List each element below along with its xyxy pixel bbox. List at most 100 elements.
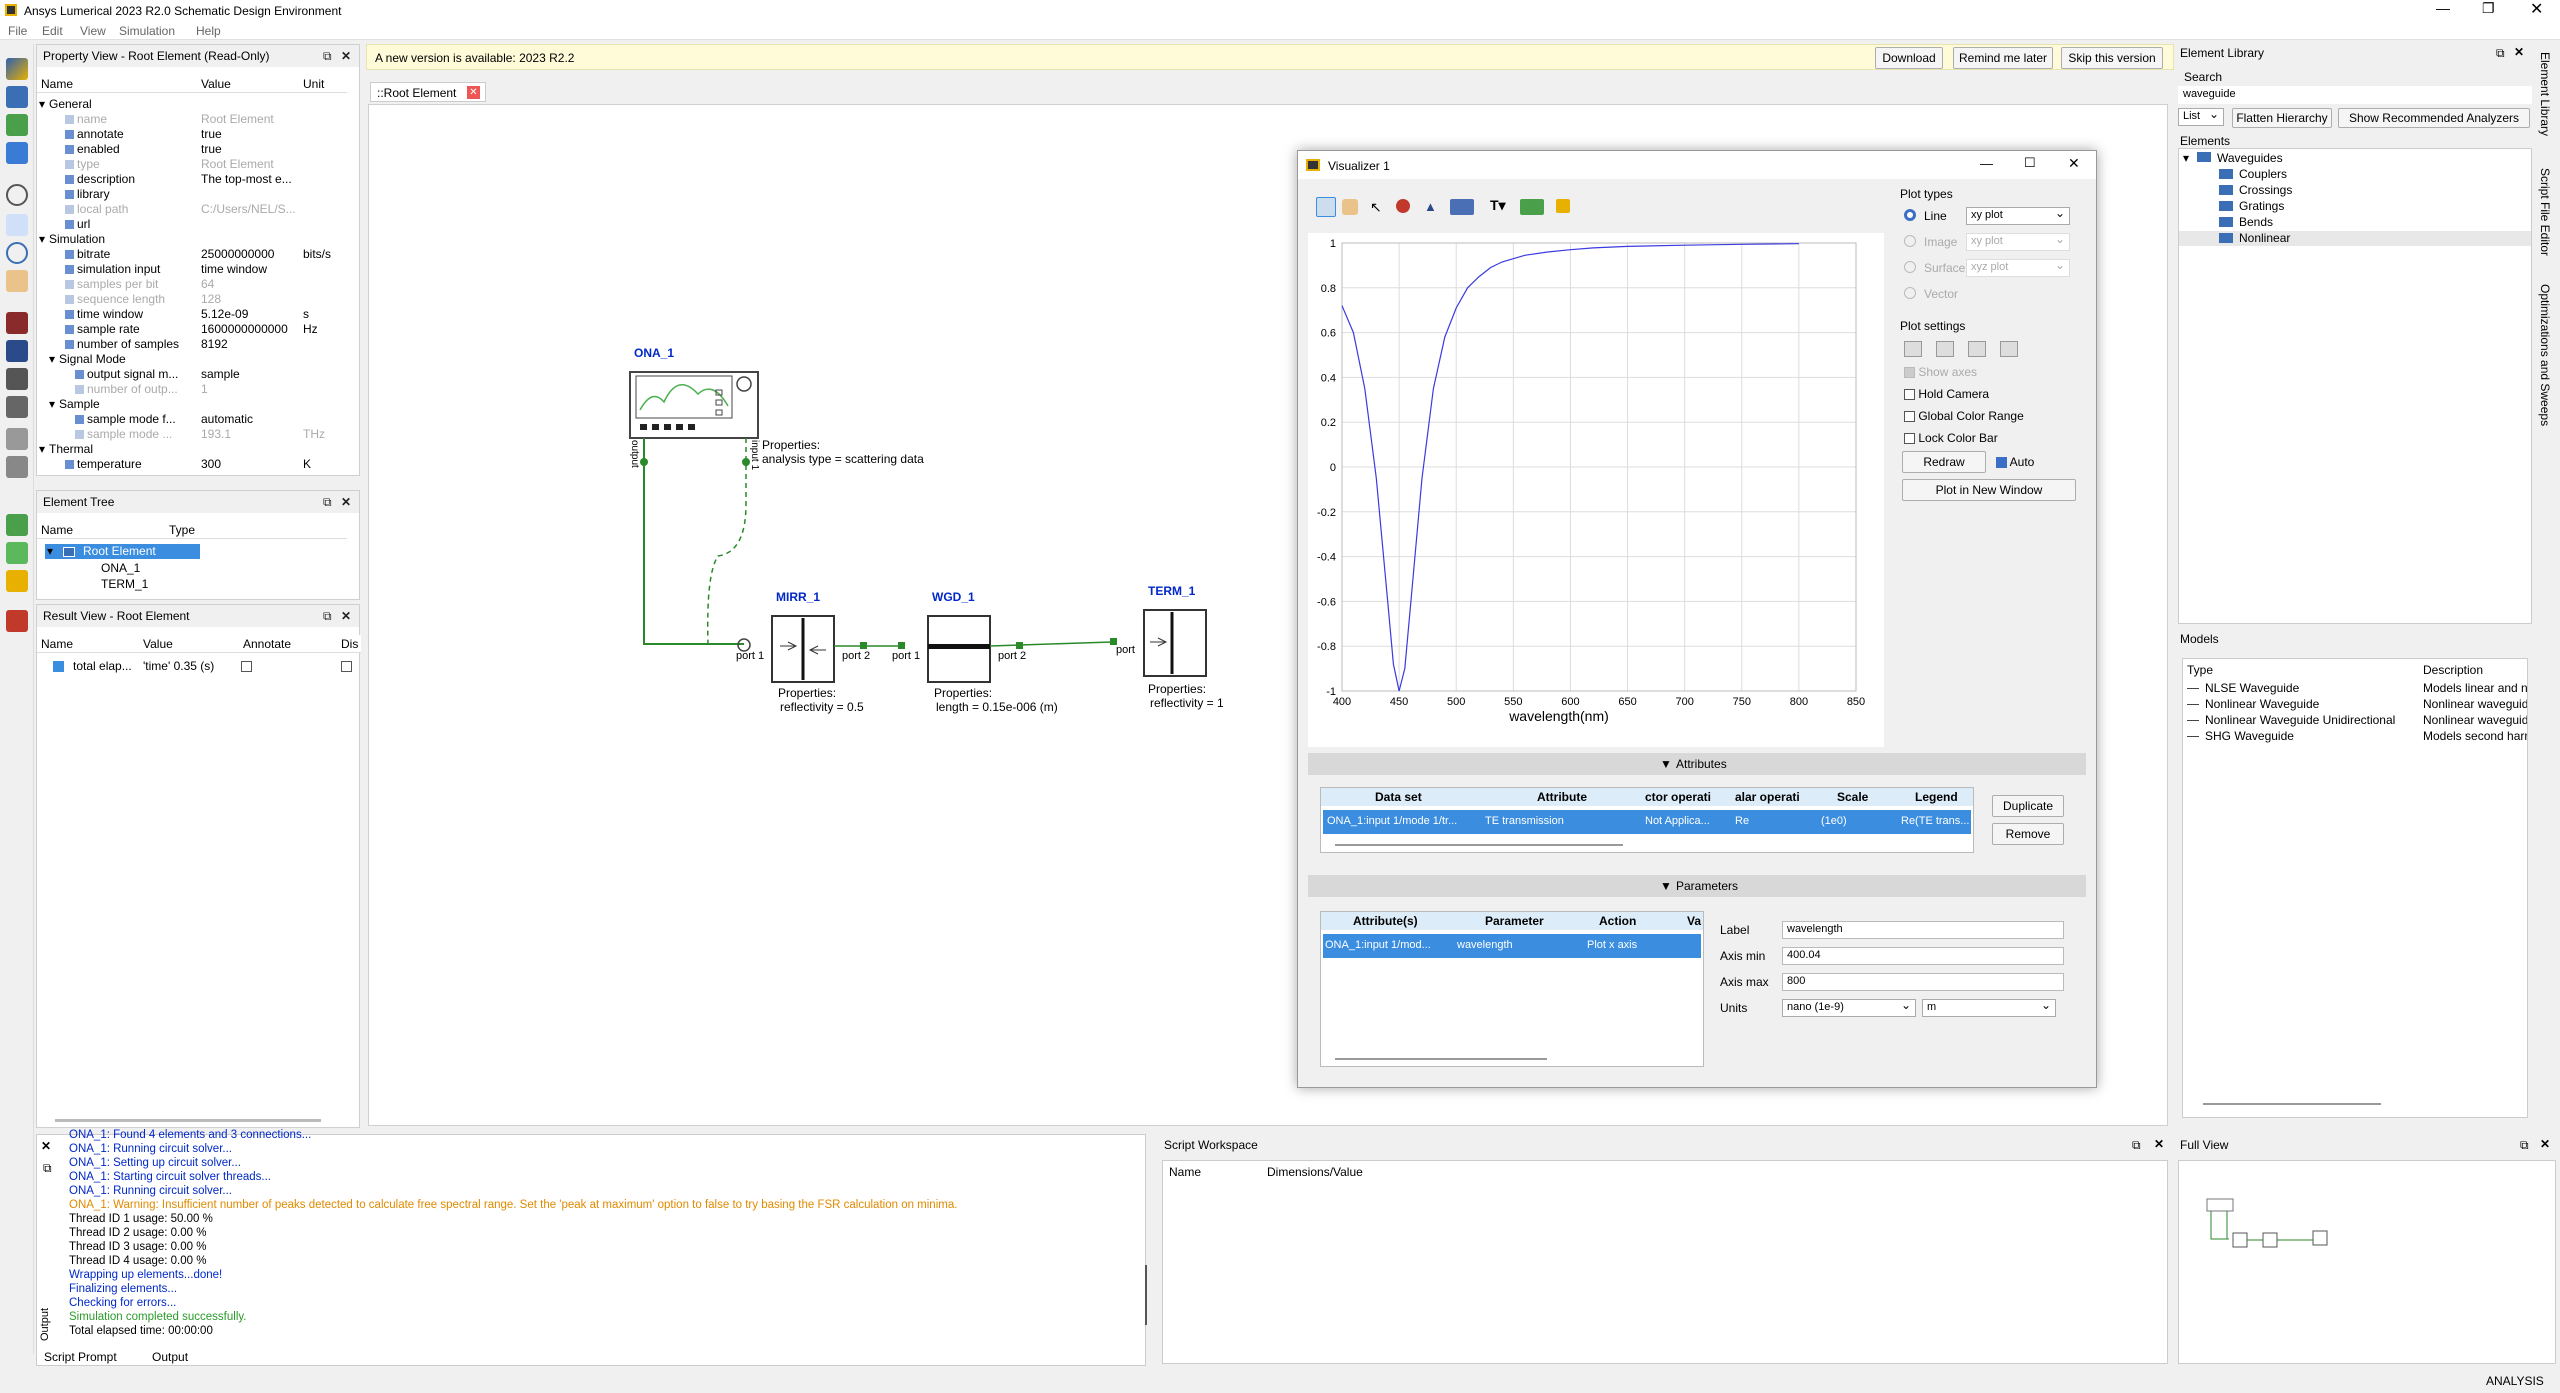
line-radio[interactable] <box>1904 209 1916 221</box>
pan-icon[interactable] <box>6 270 28 292</box>
remove-button[interactable]: Remove <box>1992 823 2064 845</box>
pencil-icon[interactable] <box>1556 199 1570 213</box>
series-icon[interactable] <box>1520 199 1544 215</box>
check-icon[interactable] <box>6 570 28 592</box>
float-icon[interactable]: ⧉ <box>323 49 332 63</box>
close-icon[interactable]: ✕ <box>2068 155 2080 171</box>
property-row[interactable]: number of outp...1 <box>37 382 347 397</box>
minimize-icon[interactable]: — <box>1980 156 1993 171</box>
maximize-icon[interactable]: ❐ <box>2482 0 2495 16</box>
tool-icon-5[interactable] <box>6 428 28 450</box>
float-icon[interactable]: ⧉ <box>2132 1138 2141 1152</box>
export-icon[interactable] <box>1450 199 1474 215</box>
tab-element-library[interactable]: Element Library <box>2538 52 2552 137</box>
parameters-bar[interactable]: ▼Parameters <box>1308 875 2086 897</box>
float-icon[interactable]: ⧉ <box>2496 46 2505 60</box>
parameters-row[interactable]: ONA_1:input 1/mod... wavelength Plot x a… <box>1323 934 1701 958</box>
debug-icon[interactable] <box>6 610 28 632</box>
tool-icon-1[interactable] <box>6 312 28 334</box>
view-mode-select[interactable]: List <box>2178 107 2224 126</box>
mirr-label[interactable]: MIRR_1 <box>776 590 821 604</box>
library-item[interactable]: Couplers <box>2179 167 2531 182</box>
show-recommended-button[interactable]: Show Recommended Analyzers <box>2338 108 2530 128</box>
output-scrollbar[interactable] <box>1145 1265 1147 1325</box>
pointer-icon[interactable]: ↖ <box>1370 199 1382 215</box>
menu-file[interactable]: File <box>8 24 28 38</box>
download-button[interactable]: Download <box>1875 47 1943 69</box>
property-row[interactable]: ▾Thermal <box>39 442 94 456</box>
image-radio[interactable] <box>1904 235 1916 247</box>
tab-script-prompt[interactable]: Script Prompt <box>44 1350 117 1364</box>
pan-icon[interactable] <box>1342 199 1358 215</box>
axis-icon-1[interactable] <box>1904 341 1922 357</box>
refresh-icon[interactable] <box>6 542 28 564</box>
flatten-hierarchy-button[interactable]: Flatten Hierarchy <box>2232 108 2332 128</box>
back-icon[interactable] <box>6 514 28 536</box>
group-icon[interactable] <box>6 142 28 164</box>
wgd-label[interactable]: WGD_1 <box>932 590 975 604</box>
surface-plot-select[interactable]: xyz plot <box>1966 258 2070 277</box>
menu-simulation[interactable]: Simulation <box>119 24 176 38</box>
lock-color-checkbox[interactable]: Lock Color Bar <box>1904 431 1998 445</box>
line-plot-select[interactable]: xy plot <box>1966 206 2070 225</box>
vector-radio[interactable] <box>1904 287 1916 299</box>
tab-optimizations[interactable]: Optimizations and Sweeps <box>2538 284 2552 427</box>
axis-icon-4[interactable] <box>2000 341 2018 357</box>
tab-script-file-editor[interactable]: Script File Editor <box>2538 168 2552 257</box>
plot-new-window-button[interactable]: Plot in New Window <box>1902 479 2076 501</box>
show-axes-checkbox[interactable]: Show axes <box>1904 365 1977 379</box>
tool-icon-4[interactable] <box>6 396 28 418</box>
text-icon[interactable]: T▾ <box>1490 197 1506 213</box>
image-plot-select[interactable]: xy plot <box>1966 232 2070 251</box>
property-row[interactable]: ▾Simulation <box>39 232 106 246</box>
redraw-button[interactable]: Redraw <box>1902 451 1986 473</box>
pick-icon[interactable] <box>1396 199 1410 213</box>
chart-icon[interactable]: ▲ <box>1424 199 1437 214</box>
global-color-checkbox[interactable]: Global Color Range <box>1904 409 2024 423</box>
result-scrollbar[interactable] <box>55 1119 321 1122</box>
minimize-icon[interactable]: — <box>2436 0 2450 16</box>
tool-icon-2[interactable] <box>6 340 28 362</box>
surface-radio[interactable] <box>1904 261 1916 273</box>
library-item[interactable]: Bends <box>2179 215 2531 230</box>
hold-camera-checkbox[interactable]: Hold Camera <box>1904 387 1989 401</box>
close-panel-icon[interactable]: ✕ <box>2514 45 2525 59</box>
library-item[interactable]: Crossings <box>2179 183 2531 198</box>
tab-output[interactable]: Output <box>148 1350 193 1364</box>
property-row[interactable]: library <box>37 187 347 202</box>
delete-icon[interactable] <box>6 114 28 136</box>
tree-waveguides[interactable]: ▾Waveguides <box>2183 151 2283 165</box>
float-icon[interactable]: ⧉ <box>323 609 332 623</box>
property-row[interactable]: sample mode f...automatic <box>37 412 347 427</box>
property-row[interactable]: ▾Signal Mode <box>49 352 126 366</box>
close-panel-icon[interactable]: ✕ <box>341 49 352 63</box>
search-input[interactable]: waveguide <box>2178 86 2532 104</box>
close-panel-icon[interactable]: ✕ <box>341 609 352 623</box>
library-item[interactable]: Nonlinear <box>2179 231 2531 246</box>
ona-label[interactable]: ONA_1 <box>634 346 675 360</box>
tool-icon-6[interactable] <box>6 456 28 478</box>
menu-edit[interactable]: Edit <box>42 24 63 38</box>
menu-view[interactable]: View <box>80 24 106 38</box>
property-row[interactable]: ▾Sample <box>49 397 100 411</box>
property-row[interactable]: url <box>37 217 347 232</box>
duplicate-button[interactable]: Duplicate <box>1992 795 2064 817</box>
label-input[interactable]: wavelength <box>1782 921 2064 939</box>
close-panel-icon[interactable]: ✕ <box>41 1139 52 1153</box>
skip-version-button[interactable]: Skip this version <box>2061 47 2163 69</box>
property-row[interactable]: output signal m...sample <box>37 367 347 382</box>
